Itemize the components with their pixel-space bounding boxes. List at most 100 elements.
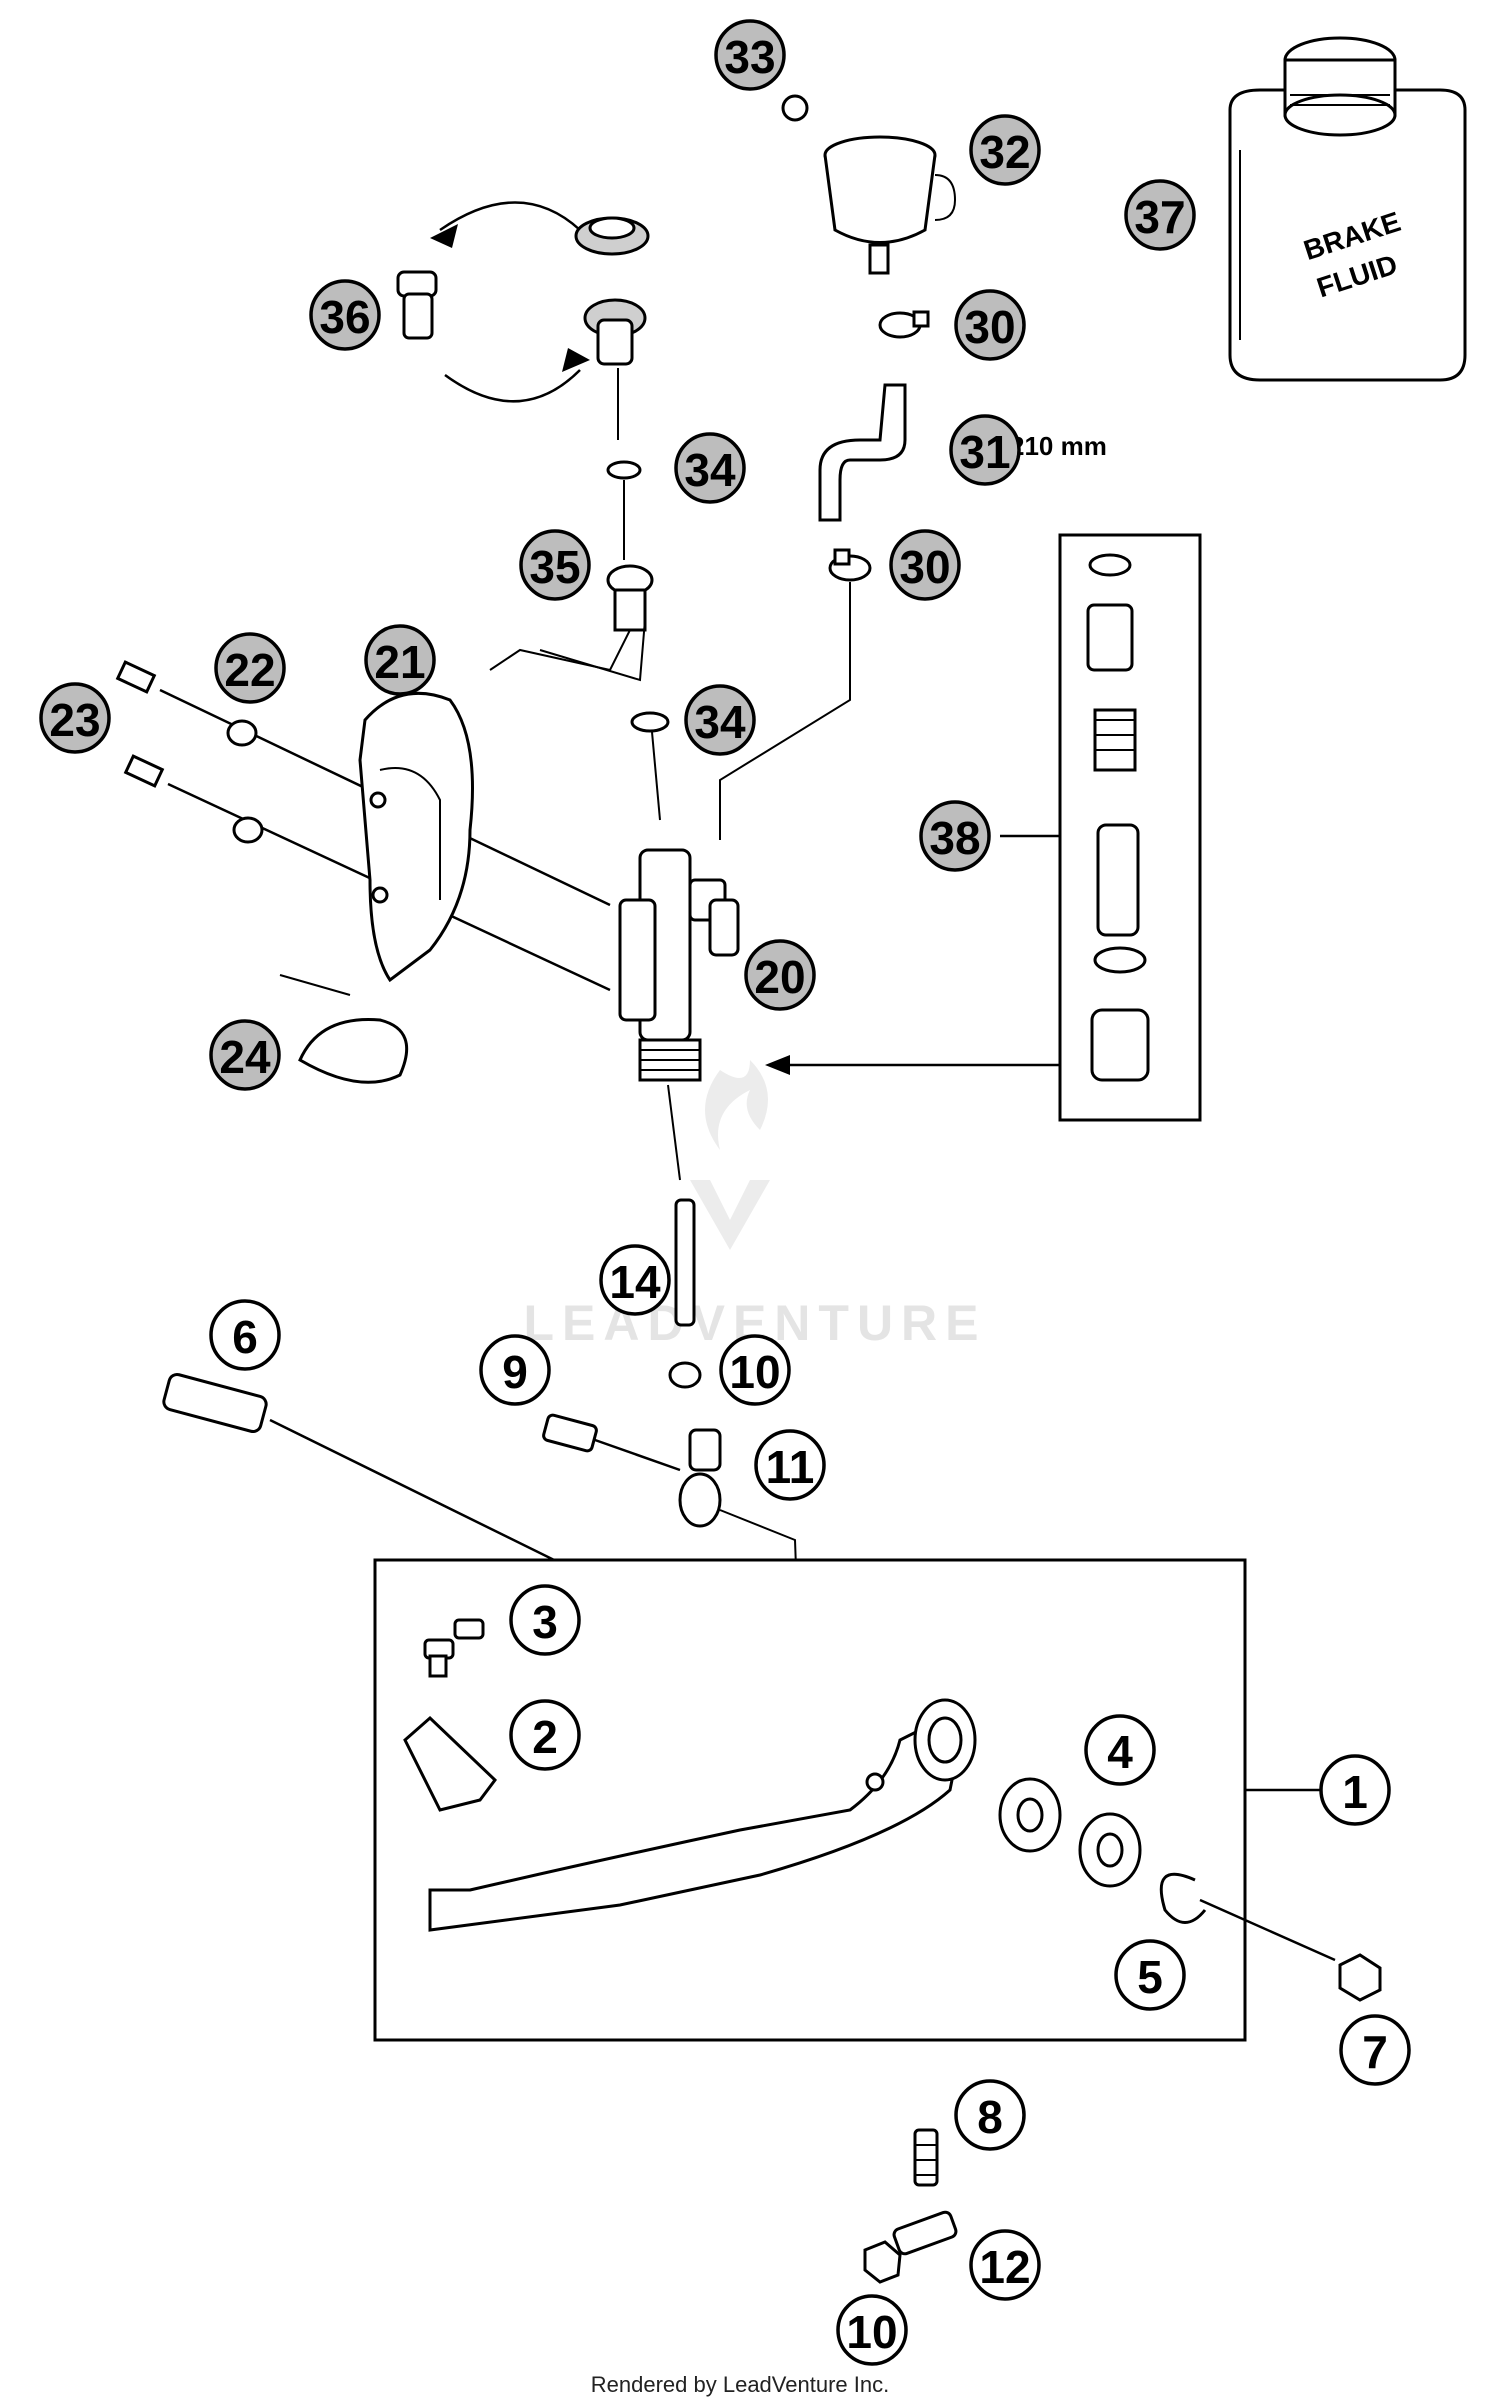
callout-number: 9 — [502, 1346, 528, 1398]
part-2 — [403, 1715, 497, 1812]
callout-number: 6 — [232, 1311, 258, 1363]
brake-fluid-bottle-37: BRAKE FLUID — [1228, 36, 1467, 382]
callout-c22: 22 — [214, 632, 286, 704]
callout-number: 3 — [532, 1596, 558, 1648]
callout-circle — [1319, 1754, 1391, 1826]
footer-credit: Rendered by LeadVenture Inc. — [591, 2372, 889, 2397]
hose-length-label: 210 mm — [1010, 431, 1107, 461]
callout-c24: 24 — [209, 1019, 281, 1091]
callout-c9: 9 — [479, 1334, 551, 1406]
callout-c34a: 34 — [674, 432, 746, 504]
callout-circle — [519, 529, 591, 601]
push-rod-14 — [668, 1198, 702, 1389]
callout-number: 21 — [374, 636, 425, 688]
callout-number: 37 — [1134, 191, 1185, 243]
callout-circle — [684, 684, 756, 756]
callout-circle — [714, 19, 786, 91]
callout-c35: 35 — [519, 529, 591, 601]
breather-hose-31 — [818, 383, 907, 522]
callout-circle — [214, 632, 286, 704]
callout-c6: 6 — [209, 1299, 281, 1371]
callout-c32: 32 — [969, 114, 1041, 186]
callout-c8: 8 — [954, 2079, 1026, 2151]
callout-c37: 37 — [1124, 179, 1196, 251]
callout-number: 2 — [532, 1711, 558, 1763]
callout-circle — [39, 682, 111, 754]
nut-7 — [1338, 1953, 1382, 2002]
master-cylinder-20 — [618, 848, 740, 1181]
callout-c12: 12 — [969, 2229, 1041, 2301]
reservoir-cap-top — [574, 216, 650, 256]
callout-circle — [744, 939, 816, 1011]
callout-circle — [309, 279, 381, 351]
callout-circle — [509, 1584, 581, 1656]
callout-c3: 3 — [509, 1584, 581, 1656]
part-36-cap — [396, 270, 438, 340]
reservoir-adapter — [583, 298, 647, 440]
callout-number: 22 — [224, 644, 275, 696]
banjo-hose-35 — [489, 564, 654, 682]
nut-10-lower — [863, 2240, 902, 2284]
callout-number: 23 — [49, 694, 100, 746]
callout-number: 4 — [1107, 1726, 1133, 1778]
bolts-23 — [115, 660, 611, 992]
callout-number: 24 — [219, 1031, 271, 1083]
callout-circle — [969, 2229, 1041, 2301]
callout-circle — [954, 2079, 1026, 2151]
rotation-arrows — [430, 201, 590, 403]
callout-circle — [889, 529, 961, 601]
callout-c36: 36 — [309, 279, 381, 351]
callout-number: 8 — [977, 2091, 1003, 2143]
washer-34-lower — [630, 711, 670, 733]
callout-number: 32 — [979, 126, 1030, 178]
callout-number: 30 — [964, 301, 1015, 353]
washers-22 — [226, 719, 264, 844]
callout-number: 11 — [766, 1441, 815, 1493]
reservoir-32 — [823, 135, 957, 275]
callout-number: 34 — [684, 444, 736, 496]
hose-clamp-30-upper — [878, 310, 930, 339]
callout-circle — [836, 2294, 908, 2366]
callout-circle — [599, 1244, 671, 1316]
callout-circle — [209, 1019, 281, 1091]
callout-c34b: 34 — [684, 684, 756, 756]
part-3 — [423, 1618, 485, 1678]
callout-circle — [954, 289, 1026, 361]
callout-circle — [1339, 2014, 1411, 2086]
callout-number: 5 — [1137, 1951, 1163, 2003]
bolt-9 — [542, 1413, 681, 1472]
callout-circle — [719, 1334, 791, 1406]
callout-circle — [1114, 1939, 1186, 2011]
callout-c30b: 30 — [889, 529, 961, 601]
callout-circle — [969, 114, 1041, 186]
callout-c11: 11 — [754, 1429, 826, 1501]
watermark: LEADVENTURE — [523, 1060, 979, 1351]
callout-number: 10 — [729, 1346, 780, 1398]
callout-number: 31 — [959, 426, 1010, 478]
brake-pedal — [428, 1698, 977, 1932]
circlip-5 — [1159, 1872, 1207, 1924]
cable-tie-24 — [279, 974, 409, 1084]
callout-c10b: 10 — [836, 2294, 908, 2366]
callout-c5: 5 — [1114, 1939, 1186, 2011]
callout-c1: 1 — [1319, 1754, 1391, 1826]
callout-circle — [949, 414, 1021, 486]
washer-34-upper — [606, 460, 642, 480]
callout-number: 10 — [846, 2306, 897, 2358]
callout-number: 34 — [694, 696, 746, 748]
callout-c31: 31 — [949, 414, 1021, 486]
callout-number: 14 — [609, 1256, 661, 1308]
callout-number: 33 — [724, 31, 775, 83]
callout-circle — [364, 624, 436, 696]
callout-circle — [209, 1299, 281, 1371]
callout-circle — [919, 800, 991, 872]
callout-c23: 23 — [39, 682, 111, 754]
callout-c14: 14 — [599, 1244, 671, 1316]
callout-circle — [1084, 1714, 1156, 1786]
callout-number: 7 — [1362, 2026, 1388, 2078]
callout-circle — [1124, 179, 1196, 251]
callout-c7: 7 — [1339, 2014, 1411, 2086]
callout-circle — [479, 1334, 551, 1406]
